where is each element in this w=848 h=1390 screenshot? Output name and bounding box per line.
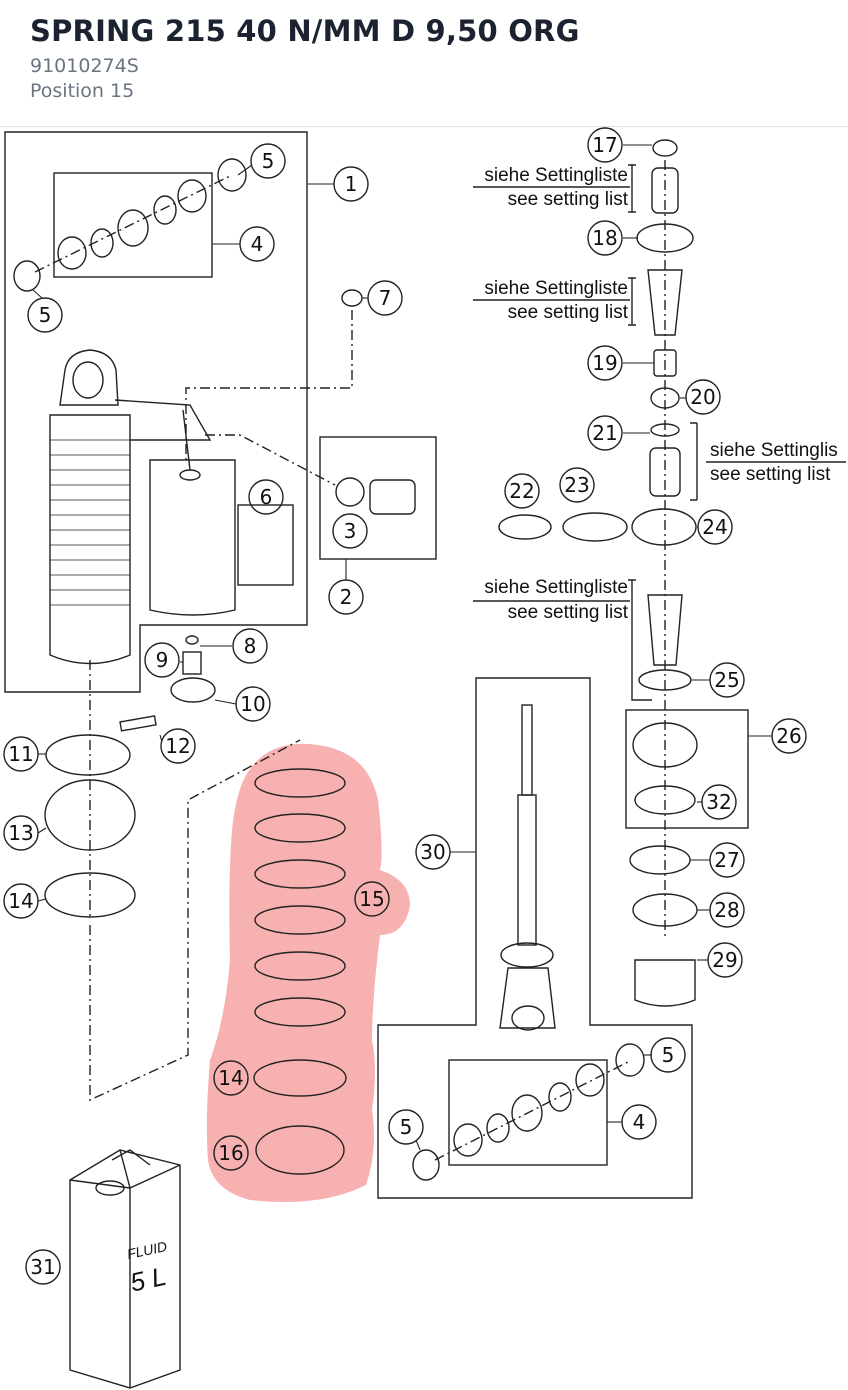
setting-note-3-de: siehe Settinglis xyxy=(710,440,838,461)
callout-14-left: 14 xyxy=(8,889,33,913)
callout-2: 2 xyxy=(340,585,353,609)
callout-9: 9 xyxy=(156,648,169,672)
callout-5-bottom-right: 5 xyxy=(662,1043,675,1067)
callout-circles xyxy=(3,127,807,1285)
setting-note-4-de: siehe Settingliste xyxy=(484,577,628,598)
group-box-4-bottom xyxy=(448,1059,608,1166)
spring-15 xyxy=(253,768,347,1175)
bracket-18 xyxy=(628,277,636,326)
fluid-label: FLUID xyxy=(126,1238,169,1262)
callout-6: 6 xyxy=(260,485,273,509)
callout-24: 24 xyxy=(702,515,727,539)
callout-4-bottom: 4 xyxy=(633,1110,646,1134)
shock-body xyxy=(49,349,294,665)
callout-22: 22 xyxy=(509,479,534,503)
position-prefix: Position xyxy=(30,80,104,102)
callout-26: 26 xyxy=(776,724,801,748)
callout-5-top: 5 xyxy=(262,149,275,173)
fluid-can xyxy=(69,1149,181,1389)
setting-note-4-en: see setting list xyxy=(508,602,629,623)
callout-16-highlighted[interactable]: 16 xyxy=(218,1141,243,1165)
group-box-26 xyxy=(625,709,749,829)
highlight-region xyxy=(206,743,410,1203)
callout-21: 21 xyxy=(592,421,617,445)
callout-19: 19 xyxy=(592,351,617,375)
bracket-17 xyxy=(628,164,636,213)
callout-32: 32 xyxy=(706,790,731,814)
position-row: Position 15 xyxy=(30,80,134,102)
group-box-30 xyxy=(377,677,693,1199)
bearing-set-bottom xyxy=(412,1043,645,1181)
group-box-2 xyxy=(319,436,437,560)
setting-note-2-en: see setting list xyxy=(508,302,629,323)
callout-25: 25 xyxy=(714,668,739,692)
callout-8: 8 xyxy=(244,634,257,658)
callout-14-highlighted[interactable]: 14 xyxy=(218,1066,243,1090)
callout-7: 7 xyxy=(379,286,392,310)
callout-18: 18 xyxy=(592,226,617,250)
callout-10: 10 xyxy=(240,692,265,716)
callout-28: 28 xyxy=(714,898,739,922)
piston-rod xyxy=(499,704,556,1031)
callout-3: 3 xyxy=(344,519,357,543)
callout-31: 31 xyxy=(30,1255,55,1279)
part-header: SPRING 215 40 N/MM D 9,50 ORG 91010274S … xyxy=(0,0,848,127)
callout-20: 20 xyxy=(690,385,715,409)
callout-30: 30 xyxy=(420,840,445,864)
callout-13: 13 xyxy=(8,821,33,845)
callout-5-left: 5 xyxy=(39,303,52,327)
callout-1: 1 xyxy=(345,172,358,196)
setting-note-2-de: siehe Settingliste xyxy=(484,278,628,299)
position-value: 15 xyxy=(110,80,135,102)
callout-23: 23 xyxy=(564,473,589,497)
setting-note-3-en: see setting list xyxy=(710,464,831,485)
bracket-21 xyxy=(690,422,698,501)
setting-note-1-en: see setting list xyxy=(508,189,629,210)
callout-17: 17 xyxy=(592,133,617,157)
callout-27: 27 xyxy=(714,848,739,872)
callout-29: 29 xyxy=(712,948,737,972)
fluid-volume: 5 L xyxy=(127,1261,169,1298)
group-box-4-top xyxy=(53,172,213,278)
bumper-stack xyxy=(498,139,698,1007)
part-number: 91010274S xyxy=(30,55,139,77)
group-box-1 xyxy=(4,131,308,693)
bracket-25 xyxy=(628,579,652,701)
exploded-diagram: 1 2 3 4 5 5 6 7 8 9 10 11 12 13 14 15 14… xyxy=(3,127,846,1389)
bearing-set-top xyxy=(13,158,247,292)
callout-15-highlighted[interactable]: 15 xyxy=(359,887,384,911)
part-title: SPRING 215 40 N/MM D 9,50 ORG xyxy=(30,14,580,48)
callout-5-bottom-left: 5 xyxy=(400,1115,413,1139)
callout-4-top: 4 xyxy=(251,232,264,256)
callout-12: 12 xyxy=(165,734,190,758)
callout-11: 11 xyxy=(8,742,33,766)
setting-note-1-de: siehe Settingliste xyxy=(484,165,628,186)
